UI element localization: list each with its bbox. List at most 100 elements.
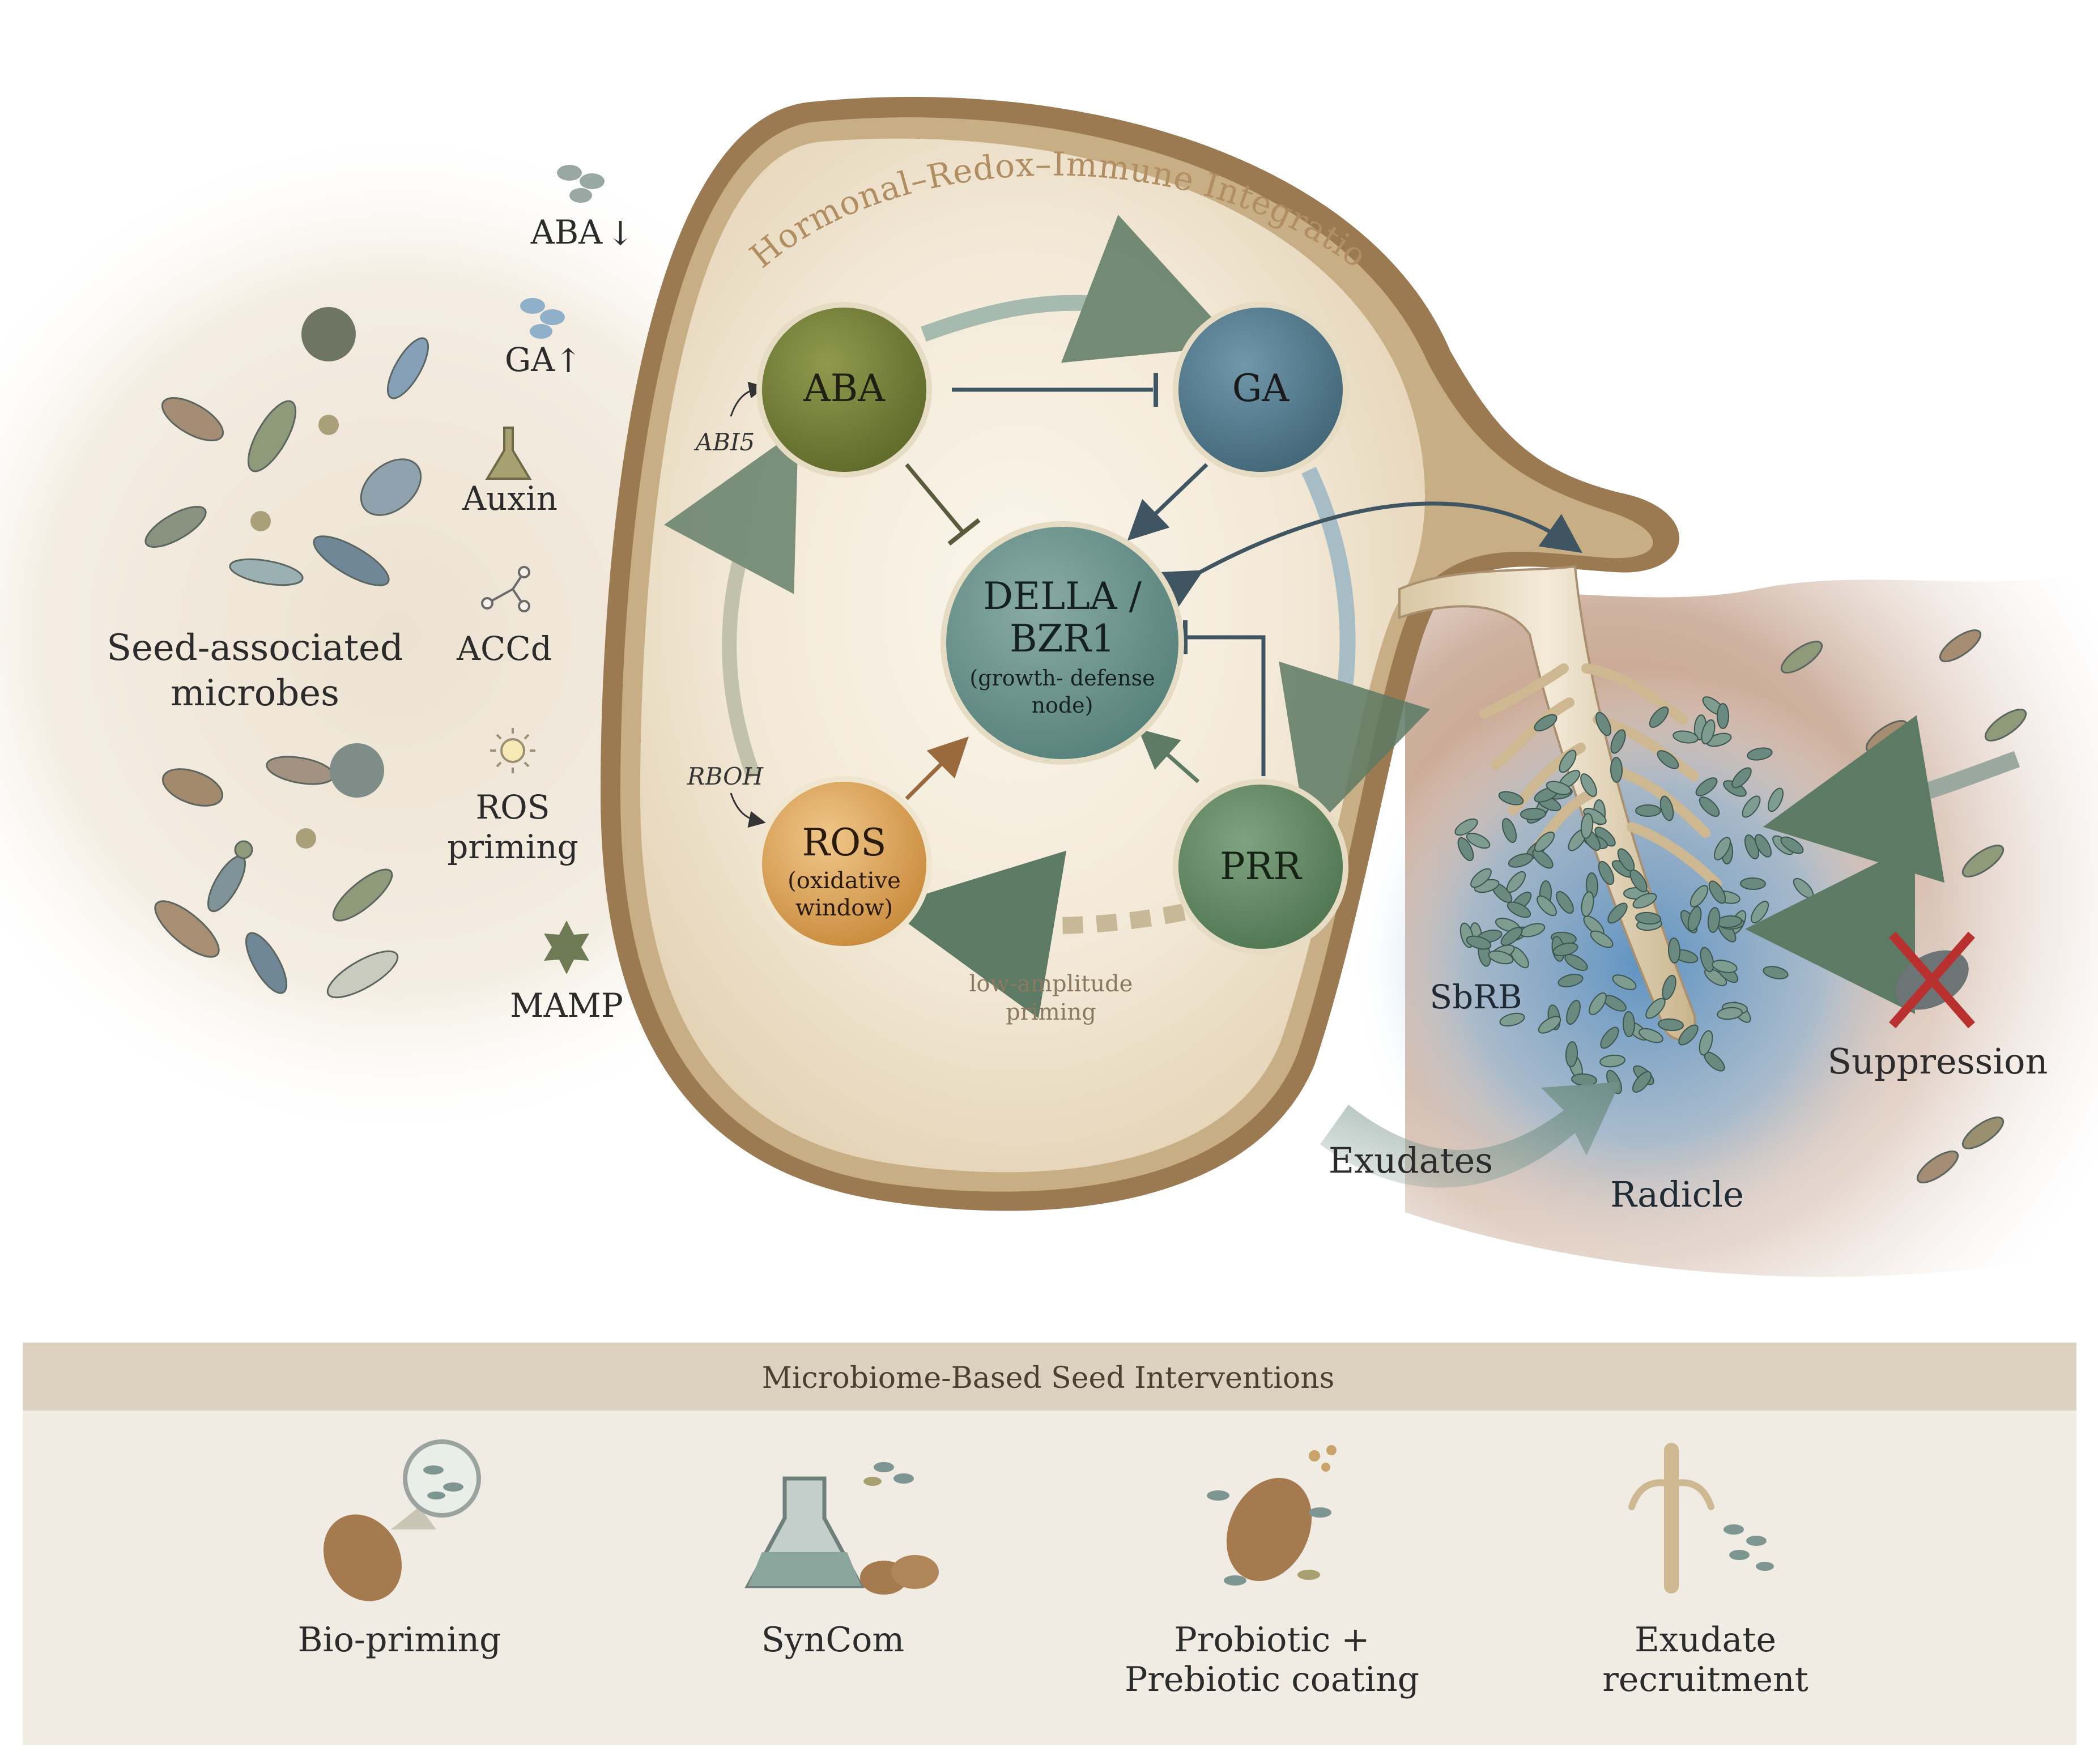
rhizosphere-bacterium xyxy=(1508,853,1534,868)
rhizosphere-bacterium xyxy=(1687,906,1702,932)
spore-icon xyxy=(250,511,271,531)
rhizosphere-bacterium xyxy=(1466,935,1492,950)
abi5-label: ABI5 xyxy=(693,428,755,456)
signal-ros-label-2: priming xyxy=(447,828,578,866)
rhizosphere-bacterium xyxy=(1537,895,1557,917)
radicle-label: Radicle xyxy=(1610,1174,1744,1215)
soil-microbe xyxy=(1961,1117,2005,1149)
rhizosphere-bacterium xyxy=(1564,954,1588,971)
rhizosphere-bacterium xyxy=(1632,893,1657,909)
seed-microbes-label-1: Seed-associated xyxy=(107,627,403,669)
rhizosphere-bacterium xyxy=(1546,781,1572,795)
star-icon xyxy=(544,921,589,974)
rhizosphere-bacterium xyxy=(1589,992,1607,1016)
rhizosphere-bacterium xyxy=(1699,796,1720,817)
rhizosphere-bacterium xyxy=(1532,849,1554,869)
signal-ros-label-1: ROS xyxy=(476,788,550,826)
flask-seeds-icon xyxy=(744,1462,939,1595)
bacterium-icon xyxy=(326,950,399,999)
rhizosphere-bacterium xyxy=(1678,1024,1699,1046)
exudates-arrow xyxy=(1320,1082,1620,1188)
svg-text:window): window) xyxy=(795,895,893,921)
rhizosphere-bacterium xyxy=(1610,729,1626,754)
suppression-label: Suppression xyxy=(1828,1041,2048,1082)
rhizosphere-bacterium xyxy=(1612,974,1637,990)
rhizosphere-bacterium xyxy=(1499,1012,1525,1027)
rhizosphere-bacterium xyxy=(1701,719,1716,745)
rhizosphere-bacterium xyxy=(1690,885,1709,907)
sbrb-label: SbRB xyxy=(1429,978,1522,1016)
rhizosphere-bacterium xyxy=(1580,773,1597,797)
bacterium-icon xyxy=(360,458,422,516)
rhizosphere-bacterium xyxy=(1534,831,1555,853)
virus-icon xyxy=(301,307,356,361)
svg-text:ABA: ABA xyxy=(803,367,886,410)
signal-auxin-label: Auxin xyxy=(462,479,558,518)
suppression-arrow-1 xyxy=(1763,715,2020,883)
priming-label-2: priming xyxy=(1006,999,1096,1025)
rhizosphere-bacterium xyxy=(1662,974,1676,1000)
rhizosphere-bacterium xyxy=(1714,837,1731,860)
rhizosphere-bacterium xyxy=(1599,1054,1625,1068)
rhizosphere-bacterium xyxy=(1566,999,1581,1025)
rhizosphere-bacterium xyxy=(1534,714,1557,732)
soil-microbe xyxy=(1939,629,1982,662)
signal-accd-label: ACCd xyxy=(456,629,552,668)
signal-mamp-label: MAMP xyxy=(510,986,623,1025)
cycle-arc-aba-ga xyxy=(921,215,1238,363)
rhizosphere-bacterium xyxy=(1538,1016,1561,1034)
soil-microbe xyxy=(1780,641,1823,674)
inhibit-bar-della-aba xyxy=(947,518,981,546)
rhizosphere-bacterium xyxy=(1470,868,1492,888)
node-aba: ABA xyxy=(756,302,932,478)
coated-seed-icon xyxy=(1207,1445,1337,1586)
bacterium-icon xyxy=(161,768,224,807)
intervention-bio-priming: Bio-priming xyxy=(297,1620,501,1660)
rhizosphere-bacterium xyxy=(1557,974,1584,987)
rhizosphere-bacterium xyxy=(1629,869,1648,893)
seed-associated-microbes xyxy=(144,307,429,999)
rhizosphere-bacterium xyxy=(1740,877,1766,890)
aba-inhibits-della xyxy=(905,463,965,534)
intervention-probiotic-line1: Probiotic + xyxy=(1174,1620,1369,1660)
svg-text:GA: GA xyxy=(1232,367,1290,410)
svg-text:node): node) xyxy=(1032,693,1093,718)
rhizosphere-bacterium xyxy=(1559,749,1577,773)
intervention-exudate-line2: recruitment xyxy=(1602,1660,1808,1699)
rhizosphere-bacterium xyxy=(1607,902,1628,924)
rhizosphere-bacterium xyxy=(1673,730,1699,744)
ga-to-della xyxy=(1127,463,1208,541)
root-exudate-icon xyxy=(1628,1443,1774,1593)
rhizosphere-bacterium xyxy=(1742,795,1761,818)
rhizosphere-bacterium xyxy=(1645,998,1666,1019)
soil-microbe xyxy=(1984,709,2027,742)
interventions-header-bar xyxy=(23,1343,2076,1411)
abi5-arrow xyxy=(730,381,766,417)
rhizosphere-bacterium xyxy=(1639,1028,1663,1043)
rhizosphere-bacterium xyxy=(1658,1018,1684,1032)
priming-label-1: low-amplitude xyxy=(969,971,1133,997)
bacterium-icon xyxy=(332,868,393,922)
node-ga: GA xyxy=(1173,302,1348,478)
cycle-arc-ros-aba xyxy=(663,429,798,779)
svg-text:ROS: ROS xyxy=(802,821,886,864)
exudates-label: Exudates xyxy=(1329,1140,1493,1181)
rhizosphere-bacteria xyxy=(1454,629,2027,1183)
ros-to-della xyxy=(905,736,969,800)
svg-text:(growth- defense: (growth- defense xyxy=(969,666,1155,691)
rhizosphere-bacterium xyxy=(1580,813,1594,839)
rhizosphere-bacterium xyxy=(1556,890,1574,914)
rboh-label: RBOH xyxy=(687,762,764,790)
bacterium-icon xyxy=(161,397,224,442)
rhizosphere-bacterium xyxy=(1667,938,1681,964)
rhizosphere-bacterium xyxy=(1699,1030,1713,1056)
rhizosphere-bacterium xyxy=(1506,871,1526,893)
signal-ga-arrow: ↑ xyxy=(555,342,582,380)
rhizosphere-bacterium xyxy=(1717,1007,1743,1020)
rhizosphere-bacterium xyxy=(1659,795,1674,821)
bacterium-icon xyxy=(386,337,429,399)
rhizosphere-bacterium xyxy=(1610,757,1623,783)
molecule-icon xyxy=(481,566,530,612)
